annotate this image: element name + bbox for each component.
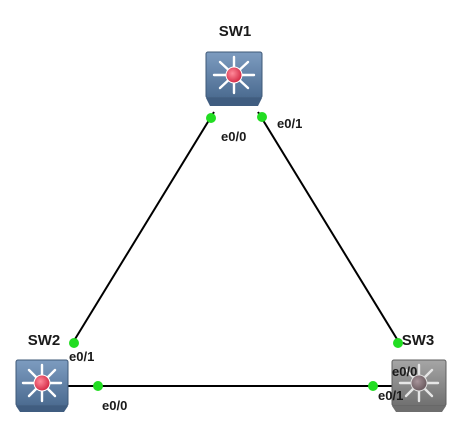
link-sw1-sw2[interactable] [71, 111, 215, 345]
port-label-sw1-e0-0: e0/0 [221, 129, 246, 144]
node-label-sw2: SW2 [28, 332, 61, 349]
link-sw1-sw3[interactable] [257, 111, 401, 345]
port-label-sw2-e0-0: e0/0 [102, 398, 127, 413]
node-label-sw3: SW3 [402, 332, 435, 349]
layer3-switch-icon [391, 359, 447, 412]
node-label-sw1: SW1 [219, 23, 252, 40]
node-sw3[interactable]: SW3 [391, 332, 447, 412]
layer3-switch-icon [15, 359, 69, 412]
node-sw2[interactable]: SW2 [15, 332, 69, 412]
port-dot-sw3-e0-1 [368, 381, 378, 391]
node-sw1[interactable]: SW1 [205, 23, 263, 106]
port-label-sw2-e0-1: e0/1 [69, 349, 94, 364]
port-dot-sw1-e0-1 [257, 112, 267, 122]
port-indicators [69, 112, 403, 391]
port-label-sw1-e0-1: e0/1 [277, 116, 302, 131]
port-dot-sw2-e0-1 [69, 338, 79, 348]
port-dot-sw2-e0-0 [93, 381, 103, 391]
links [66, 111, 401, 387]
port-label-sw3-e0-1: e0/1 [378, 388, 403, 403]
port-dot-sw3-e0-0 [393, 338, 403, 348]
port-labels: e0/0 e0/1 e0/1 e0/0 e0/0 e0/1 [69, 116, 417, 413]
port-label-sw3-e0-0: e0/0 [392, 364, 417, 379]
port-dot-sw1-e0-0 [206, 113, 216, 123]
layer3-switch-icon [205, 51, 263, 106]
